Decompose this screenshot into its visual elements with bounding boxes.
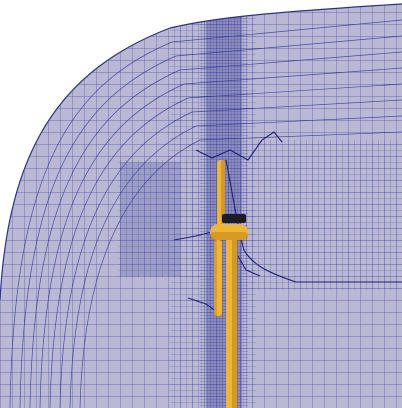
structure — [210, 160, 248, 408]
hub — [222, 214, 246, 223]
tower — [226, 238, 237, 408]
refinement-streaks — [173, 131, 402, 315]
lower-blade — [214, 240, 222, 316]
domain-boundary — [0, 3, 402, 301]
refinement-box-right — [240, 140, 402, 290]
